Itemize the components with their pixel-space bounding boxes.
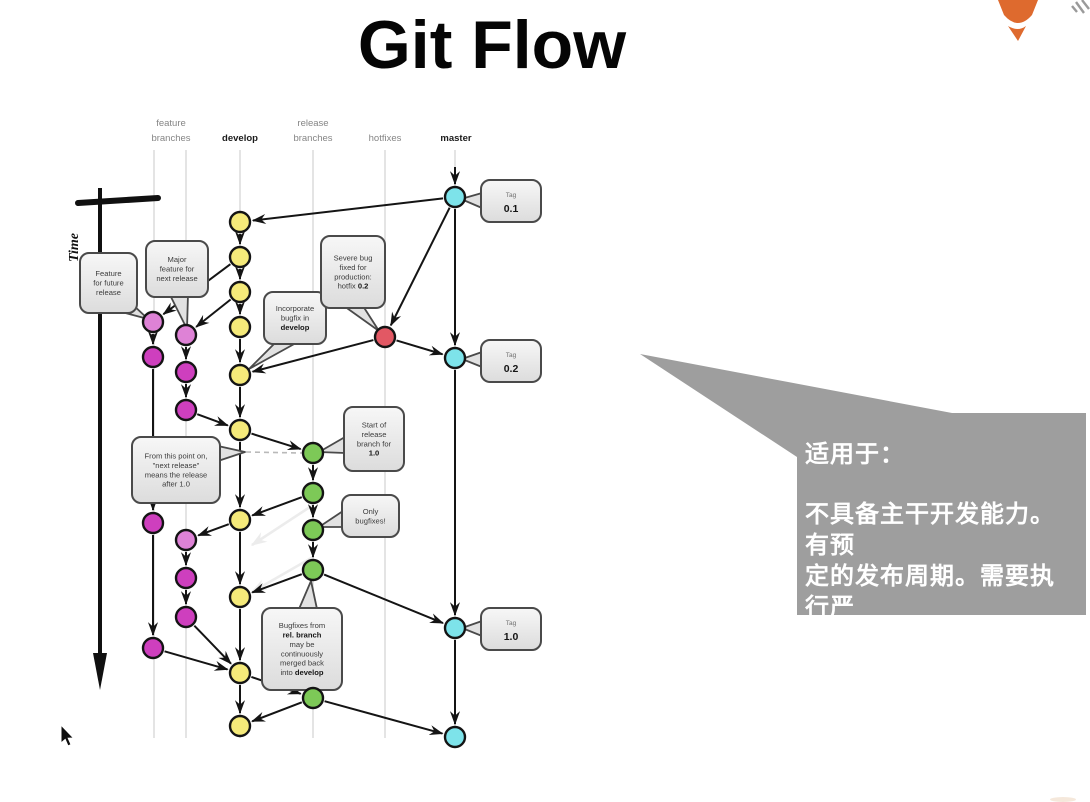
svg-text:release: release [362, 430, 387, 439]
svg-text:hotfix 0.2: hotfix 0.2 [338, 282, 369, 291]
svg-text:0.1: 0.1 [504, 203, 519, 215]
callout-note: From this point on,"next release"means t… [131, 436, 246, 504]
svg-text:merged back: merged back [280, 659, 324, 668]
faint-merge-arrows [250, 503, 314, 594]
develop-commit-node [228, 714, 252, 738]
time-label: Time [67, 233, 82, 262]
release-commit-node [301, 518, 325, 542]
svg-text:production:: production: [334, 272, 372, 281]
callout-note: Tag 0.2 [461, 339, 542, 383]
svg-text:into develop: into develop [280, 668, 323, 677]
develop-commit-node [228, 280, 252, 304]
svg-text:means the release: means the release [145, 470, 207, 479]
svg-text:fixed for: fixed for [339, 263, 366, 272]
svg-text:Incorporate: Incorporate [276, 304, 314, 313]
svg-text:Bugfixes from: Bugfixes from [279, 621, 325, 630]
note-line: 不具备主干开发能力。有预 [805, 501, 1055, 559]
watermark-smudge [1050, 797, 1076, 802]
feature-commit-node [141, 345, 165, 369]
feature-commit-node [174, 360, 198, 384]
svg-text:continuously: continuously [281, 649, 323, 658]
release-commit-node [301, 481, 325, 505]
develop-commit-node [228, 245, 252, 269]
feature-commit-node [174, 605, 198, 629]
svg-text:feature: feature [156, 118, 186, 129]
note-text: 适用于： 不具备主干开发能力。有预 定的发布周期。需要执行严 格的发布流程。 [805, 434, 1075, 621]
feature_light-commit-node [141, 310, 165, 334]
master-commit-node [443, 725, 467, 749]
svg-text:next release: next release [156, 274, 197, 283]
svg-text:for future: for future [93, 279, 123, 288]
release-commit-node [301, 686, 325, 710]
svg-text:Feature: Feature [95, 269, 121, 278]
page-title: Git Flow [357, 7, 627, 83]
callout-note: Tag 1.0 [461, 607, 542, 651]
develop-commit-node [228, 418, 252, 442]
svg-text:1.0: 1.0 [369, 449, 380, 458]
svg-text:branch for: branch for [357, 439, 392, 448]
svg-text:bugfix in: bugfix in [281, 314, 309, 323]
feature-commit-node [174, 566, 198, 590]
svg-text:release: release [297, 118, 328, 129]
svg-text:develop: develop [281, 323, 310, 332]
svg-text:develop: develop [222, 133, 258, 144]
develop-commit-node [228, 585, 252, 609]
svg-text:Tag: Tag [506, 352, 517, 359]
develop-commit-node [228, 315, 252, 339]
feature-commit-node [141, 636, 165, 660]
develop-commit-node [228, 210, 252, 234]
master-commit-node [443, 346, 467, 370]
feature_light-commit-node [174, 528, 198, 552]
svg-text:hotfixes: hotfixes [369, 133, 402, 144]
svg-text:0.2: 0.2 [504, 363, 519, 375]
release-commit-node [301, 441, 325, 465]
develop-commit-node [228, 661, 252, 685]
svg-text:1.0: 1.0 [504, 631, 519, 643]
svg-text:branches: branches [293, 133, 332, 144]
svg-text:feature for: feature for [160, 265, 195, 274]
develop-commit-node [228, 363, 252, 387]
svg-text:may be: may be [290, 640, 315, 649]
feature-commit-node [174, 398, 198, 422]
svg-text:master: master [440, 133, 471, 144]
svg-text:Tag: Tag [506, 620, 517, 627]
commit-nodes [141, 185, 467, 749]
svg-text:From this point on,: From this point on, [145, 452, 208, 461]
svg-text:"next release": "next release" [153, 461, 200, 470]
svg-text:Only: Only [363, 507, 379, 516]
feature-commit-node [141, 511, 165, 535]
svg-text:branches: branches [151, 133, 190, 144]
master-commit-node [443, 616, 467, 640]
dashed-line [245, 451, 303, 454]
svg-text:rel. branch: rel. branch [283, 631, 322, 640]
svg-text:release: release [96, 288, 121, 297]
mouse-cursor [60, 724, 75, 747]
note-line: 定的发布周期。需要执行严 [805, 563, 1055, 621]
svg-text:after 1.0: after 1.0 [162, 480, 190, 489]
master-commit-node [443, 185, 467, 209]
svg-text:Tag: Tag [506, 192, 517, 199]
hotfix-commit-node [373, 325, 397, 349]
svg-text:bugfixes!: bugfixes! [355, 516, 385, 525]
develop-commit-node [228, 508, 252, 532]
svg-text:Major: Major [168, 255, 187, 264]
svg-text:Start of: Start of [362, 421, 387, 430]
release-commit-node [301, 558, 325, 582]
note-heading: 适用于： [805, 441, 905, 468]
brand-logo-icon [998, 0, 1090, 41]
feature_light-commit-node [174, 323, 198, 347]
column-headers: feature branches develop release branches hot… [151, 118, 471, 144]
callout-note: Tag 0.1 [460, 179, 542, 223]
svg-text:Severe bug: Severe bug [334, 254, 373, 263]
